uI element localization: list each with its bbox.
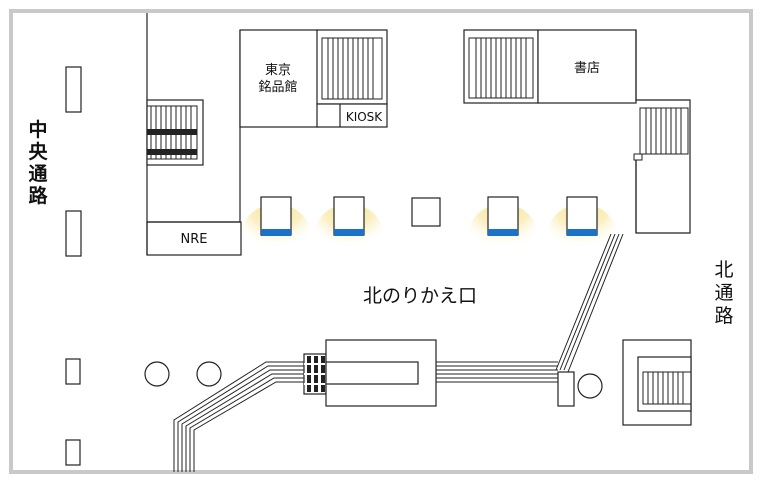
central-passage-char: 中 [28, 118, 47, 141]
north-passage-char: 北 [714, 259, 733, 281]
central-passage-char: 路 [28, 184, 48, 207]
round-pillar [144, 361, 170, 387]
ticket-gate [333, 196, 365, 236]
bottom-corridor [173, 361, 558, 472]
ticket-gate [487, 196, 519, 236]
north-passage-char: 路 [714, 305, 733, 327]
right-staircase [633, 107, 689, 161]
central-passage-char: 央 [28, 140, 48, 163]
pillar [65, 210, 82, 257]
right-wall [635, 30, 691, 234]
map-frame [9, 9, 753, 474]
kiosk-label: KIOSK [346, 110, 383, 124]
lower-right-staircase [622, 339, 692, 426]
ticket-gate-unlit [411, 197, 441, 227]
nre-label: NRE [181, 232, 208, 247]
north-passage-char: 通 [714, 282, 733, 304]
pillar [65, 358, 81, 385]
kiosk [316, 103, 388, 128]
ticket-gate [260, 196, 292, 236]
central-passage-char: 通 [28, 163, 48, 185]
tokyo-gift-shop [239, 29, 319, 128]
left-staircase [146, 99, 204, 166]
pillar [65, 439, 81, 466]
central-passage-label: 中 央 通 路 [28, 118, 48, 207]
pillar [65, 66, 82, 113]
round-pillar [196, 361, 222, 387]
tokyo-gift-label-line2: 銘品館 [258, 80, 297, 95]
ticket-gate [566, 196, 598, 236]
bottom-escalator [303, 339, 437, 407]
kiosk-staircase [316, 29, 388, 105]
transfer-gate-label: 北のりかえ口 [363, 285, 477, 307]
tokyo-gift-label-line1: 東京 [265, 62, 291, 78]
diagonal-corridor [555, 233, 624, 373]
junction-box [557, 371, 575, 407]
round-pillar [577, 373, 603, 399]
north-passage-label: 北 通 路 [714, 259, 733, 327]
bookstore-staircase [463, 29, 539, 104]
bookstore-label: 書店 [574, 61, 600, 76]
